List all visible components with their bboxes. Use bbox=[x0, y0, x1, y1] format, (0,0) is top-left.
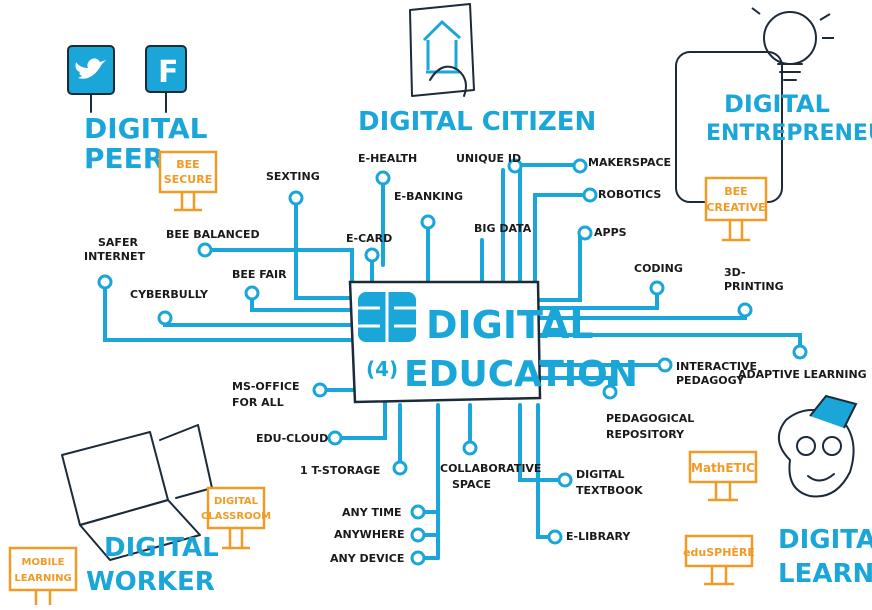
persona-digital-worker: DIGITAL WORKER DIGITAL CLASSROOM MOBILE … bbox=[8, 424, 271, 605]
learner-title-line2: LEARNER bbox=[778, 559, 872, 589]
label-e-health: E-HEALTH bbox=[358, 152, 417, 165]
label-anywhere: ANYWHERE bbox=[334, 528, 405, 541]
label-interactive-1: INTERACTIVE bbox=[676, 360, 757, 373]
mathetic-sign-text: MathETIC bbox=[691, 461, 755, 475]
worker-title-line2: WORKER bbox=[86, 567, 215, 597]
learner-face-icon bbox=[778, 394, 858, 498]
twitter-icon bbox=[67, 45, 115, 113]
chip-icon bbox=[358, 292, 416, 342]
lightbulb-icon bbox=[751, 7, 834, 81]
peer-title-line1: DIGITAL bbox=[84, 112, 208, 145]
label-edu-cloud: EDU-CLOUD bbox=[256, 432, 328, 445]
label-ms-office-2: FOR ALL bbox=[232, 396, 284, 409]
label-3d-printing-2: PRINTING bbox=[724, 280, 784, 293]
classroom-sign-line1: DIGITAL bbox=[214, 496, 259, 507]
label-e-banking: E-BANKING bbox=[394, 190, 463, 203]
label-1t-storage: 1 T-STORAGE bbox=[300, 464, 380, 477]
bee-creative-sign: BEE CREATIVE bbox=[704, 176, 768, 242]
entrepreneur-title-line1: DIGITAL bbox=[724, 90, 830, 118]
label-3d-printing-1: 3D- bbox=[724, 266, 746, 279]
label-bee-fair: BEE FAIR bbox=[232, 268, 287, 281]
label-unique-id: UNIQUE ID bbox=[456, 152, 521, 165]
peer-title-line2: PEER bbox=[84, 142, 164, 175]
hub-prefix: (4) bbox=[366, 357, 398, 381]
label-digital-textbook-1: DIGITAL bbox=[576, 468, 625, 481]
label-pedagogical-1: PEDAGOGICAL bbox=[606, 412, 694, 425]
label-e-library: E-LIBRARY bbox=[566, 530, 631, 543]
label-cyberbully: CYBERBULLY bbox=[130, 288, 209, 301]
label-adaptive-learning: ADAPTIVE LEARNING bbox=[738, 368, 867, 381]
label-bee-balanced: BEE BALANCED bbox=[166, 228, 260, 241]
label-any-device: ANY DEVICE bbox=[330, 552, 404, 565]
mobile-sign-line1: MOBILE bbox=[22, 557, 65, 568]
label-big-data: BIG DATA bbox=[474, 222, 532, 235]
edusphere-sign-text: eduSPHÈRE bbox=[683, 546, 755, 559]
label-coding: CODING bbox=[634, 262, 683, 275]
persona-digital-entrepreneur: DIGITAL ENTREPRENEUR BEE CREATIVE bbox=[675, 7, 872, 242]
persona-digital-peer: F DIGITAL PEER BEE SECURE bbox=[67, 45, 218, 212]
learner-title-line1: DIGITAL bbox=[778, 525, 872, 555]
label-sexting: SEXTING bbox=[266, 170, 320, 183]
label-collaborative-2: SPACE bbox=[452, 478, 491, 491]
mobile-learning-sign: MOBILE LEARNING bbox=[8, 546, 78, 605]
label-digital-textbook-2: TEXTBOOK bbox=[576, 484, 643, 497]
label-apps: APPS bbox=[594, 226, 627, 239]
citizen-title: DIGITAL CITIZEN bbox=[358, 107, 596, 137]
label-safer-internet-2: INTERNET bbox=[84, 250, 146, 263]
classroom-sign-line2: CLASSROOM bbox=[201, 511, 271, 522]
bee-creative-line1: BEE bbox=[724, 185, 747, 198]
bee-secure-line2: SECURE bbox=[164, 173, 212, 186]
mobile-sign-line2: LEARNING bbox=[14, 573, 71, 584]
persona-digital-citizen: DIGITAL CITIZEN bbox=[358, 3, 596, 137]
node-labels: SEXTING E-HEALTH UNIQUE ID MAKERSPACE RO… bbox=[84, 152, 867, 565]
label-interactive-2: PEDAGOGY bbox=[676, 374, 745, 387]
hub-subtitle: EDUCATION bbox=[404, 354, 638, 395]
bee-secure-sign: BEE SECURE bbox=[158, 150, 218, 212]
label-pedagogical-2: REPOSITORY bbox=[606, 428, 685, 441]
hub-title: DIGITAL bbox=[426, 303, 594, 347]
edusphere-sign: eduSPHÈRE bbox=[683, 534, 755, 586]
bee-secure-line1: BEE bbox=[176, 158, 199, 171]
connection-nodes bbox=[97, 158, 808, 566]
facebook-icon: F bbox=[145, 45, 187, 113]
label-robotics: ROBOTICS bbox=[598, 188, 661, 201]
label-makerspace: MAKERSPACE bbox=[588, 156, 671, 169]
digital-classroom-sign: DIGITAL CLASSROOM bbox=[201, 486, 271, 550]
hub: DIGITAL (4) EDUCATION bbox=[348, 280, 638, 404]
label-any-time: ANY TIME bbox=[342, 506, 402, 519]
label-safer-internet-1: SAFER bbox=[98, 236, 138, 249]
bee-creative-line2: CREATIVE bbox=[706, 201, 765, 214]
label-collaborative-1: COLLABORATIVE bbox=[440, 462, 541, 475]
label-ms-office-1: MS-OFFICE bbox=[232, 380, 300, 393]
label-e-card: E-CARD bbox=[346, 232, 392, 245]
entrepreneur-title-line2: ENTREPRENEUR bbox=[706, 121, 872, 146]
phone-icon bbox=[409, 3, 475, 97]
mathetic-sign: MathETIC bbox=[688, 450, 758, 502]
laptop-icon bbox=[61, 424, 213, 561]
worker-title-line1: DIGITAL bbox=[104, 533, 219, 563]
svg-text:F: F bbox=[158, 55, 179, 90]
persona-digital-learner: DIGITAL LEARNER MathETIC eduSPHÈRE bbox=[683, 394, 872, 589]
